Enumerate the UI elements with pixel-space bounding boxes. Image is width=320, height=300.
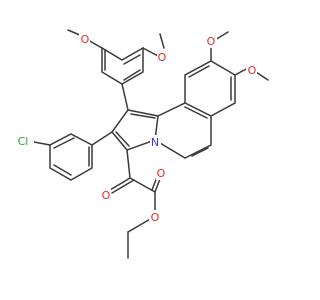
svg-text:N: N (151, 136, 159, 149)
methoxy-oxygen-right: O (157, 50, 168, 64)
svg-text:O: O (248, 64, 257, 77)
atom-labels: Cl N O O O O O O (12, 32, 257, 224)
methoxy-oxygen-far-right: O (246, 63, 257, 77)
svg-text:O: O (81, 33, 90, 46)
svg-text:O: O (151, 211, 160, 224)
bond-skeleton (33, 29, 269, 259)
svg-text:O: O (157, 167, 166, 180)
ketone-oxygen: O (100, 188, 111, 202)
svg-text:O: O (102, 189, 111, 202)
nitrogen-atom: N (150, 135, 161, 149)
ester-carbonyl-oxygen: O (156, 166, 167, 180)
methoxy-oxygen-left: O (79, 32, 90, 46)
svg-text:O: O (207, 35, 216, 48)
chlorine-atom: Cl (12, 133, 34, 149)
svg-text:O: O (158, 51, 167, 64)
ester-oxygen: O (149, 210, 160, 224)
chemical-structure-drawing: Cl N O O O O O O (12, 29, 269, 259)
svg-text:Cl: Cl (18, 135, 29, 148)
methoxy-oxygen-top: O (206, 34, 217, 48)
